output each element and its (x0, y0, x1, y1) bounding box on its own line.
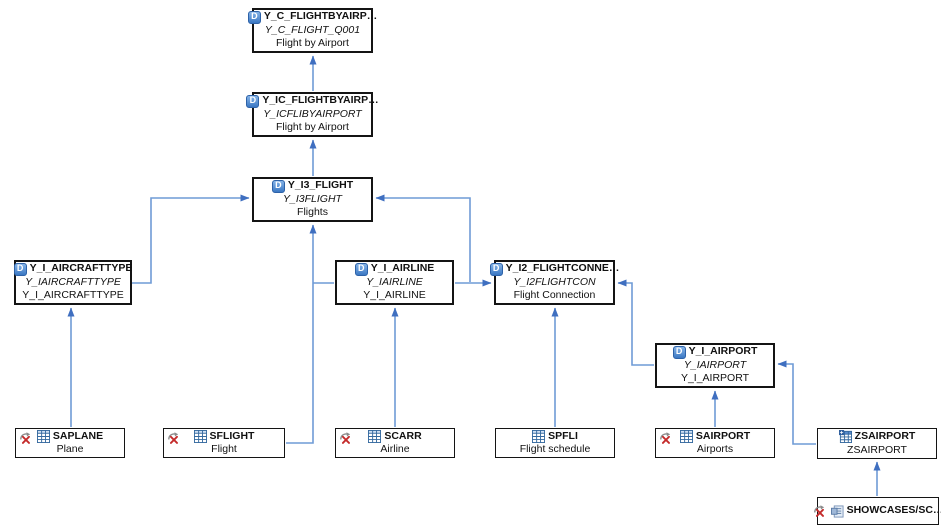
table-icon (679, 429, 693, 443)
node-description: Y_I_AIRPORT (680, 372, 750, 385)
data-definition-icon: D (489, 262, 503, 276)
node-subtitle: Y_I3FLIGHT (283, 192, 342, 205)
node-description: Y_I_AIRLINE (363, 289, 426, 302)
data-definition-icon: D (271, 179, 285, 193)
node-showcases[interactable]: SHOWCASES/SC… (813, 497, 941, 525)
node-title: SAIRPORT (695, 429, 751, 442)
node-title-row: SPFLI (532, 430, 578, 444)
node-description: Flight by Airport (276, 37, 349, 50)
data-definition-icon: D (247, 10, 261, 24)
edge-y_i_airport-to-y_i2_flightconnection (617, 279, 654, 366)
blocked-icon (659, 432, 672, 445)
table-icon (532, 429, 546, 443)
node-title: Y_C_FLIGHTBYAIRP… (263, 10, 378, 23)
node-subtitle: Y_I2FLIGHTCON (513, 275, 596, 288)
blocked-icon (813, 504, 826, 518)
node-description: Flight (211, 443, 237, 455)
edge-zsairport-to-y_i_airport (777, 360, 816, 445)
node-subtitle: Y_C_FLIGHT_Q001 (264, 23, 361, 36)
node-title: Y_I2_FLIGHTCONNE… (505, 262, 620, 275)
view-icon (838, 430, 852, 444)
node-title-row: SFLIGHT (193, 429, 255, 444)
node-title: Y_IC_FLIGHTBYAIRP… (262, 94, 379, 107)
node-title: SFLIGHT (209, 429, 255, 442)
node-title: SAPLANE (52, 429, 104, 442)
node-title: Y_I_AIRPORT (688, 345, 758, 358)
table-icon (36, 429, 50, 443)
blocked-icon (339, 432, 352, 445)
node-title: Y_I_AIRCRAFTTYPE (29, 262, 133, 275)
node-title: SCARR (384, 429, 422, 442)
node-subtitle: Y_IAIRCRAFTTYPE (25, 275, 121, 288)
node-title-row: SAIRPORT (679, 429, 751, 444)
data-definition-icon: D (246, 94, 260, 108)
node-title: SPFLI (548, 429, 578, 442)
node-title: ZSAIRPORT (854, 430, 916, 442)
node-title-row: SHOWCASES/SC… (813, 504, 941, 518)
table-icon (193, 429, 207, 443)
node-description: ZSAIRPORT (847, 443, 907, 456)
node-subtitle: Y_ICFLIBYAIRPORT (263, 107, 362, 120)
node-description: Airline (380, 443, 410, 455)
edge-y_i_aircrafttype-to-y_i3_flight (132, 194, 250, 284)
node-description: Plane (56, 443, 84, 455)
data-definition-icon: D (672, 345, 686, 359)
node-description: Flights (297, 206, 328, 219)
node-description: Flight Connection (513, 289, 596, 302)
node-description: Y_I_AIRCRAFTTYPE (22, 289, 124, 302)
node-description: Airports (696, 443, 734, 455)
node-title: Y_I3_FLIGHT (287, 179, 354, 192)
node-subtitle: Y_IAIRLINE (366, 275, 423, 288)
edge-y_i2_flightconnection-to-y_i3_flight (375, 194, 471, 282)
data-definition-icon: D (354, 262, 368, 276)
node-description: Flight schedule (519, 443, 591, 455)
node-description: Flight by Airport (276, 121, 349, 134)
node-title-row: SCARR (368, 429, 422, 444)
structure-icon (830, 504, 844, 518)
blocked-icon (19, 432, 32, 445)
edge-sflight-to-y_i3_flight (286, 224, 317, 444)
blocked-icon (167, 432, 180, 445)
node-title: Y_I_AIRLINE (370, 262, 435, 275)
data-definition-icon: D (13, 262, 27, 276)
node-title: SHOWCASES/SC… (846, 504, 941, 517)
node-subtitle: Y_IAIRPORT (683, 358, 747, 371)
node-title-row: ZSAIRPORT (838, 430, 916, 444)
node-title-row: SAPLANE (36, 429, 104, 444)
table-icon (368, 429, 382, 443)
